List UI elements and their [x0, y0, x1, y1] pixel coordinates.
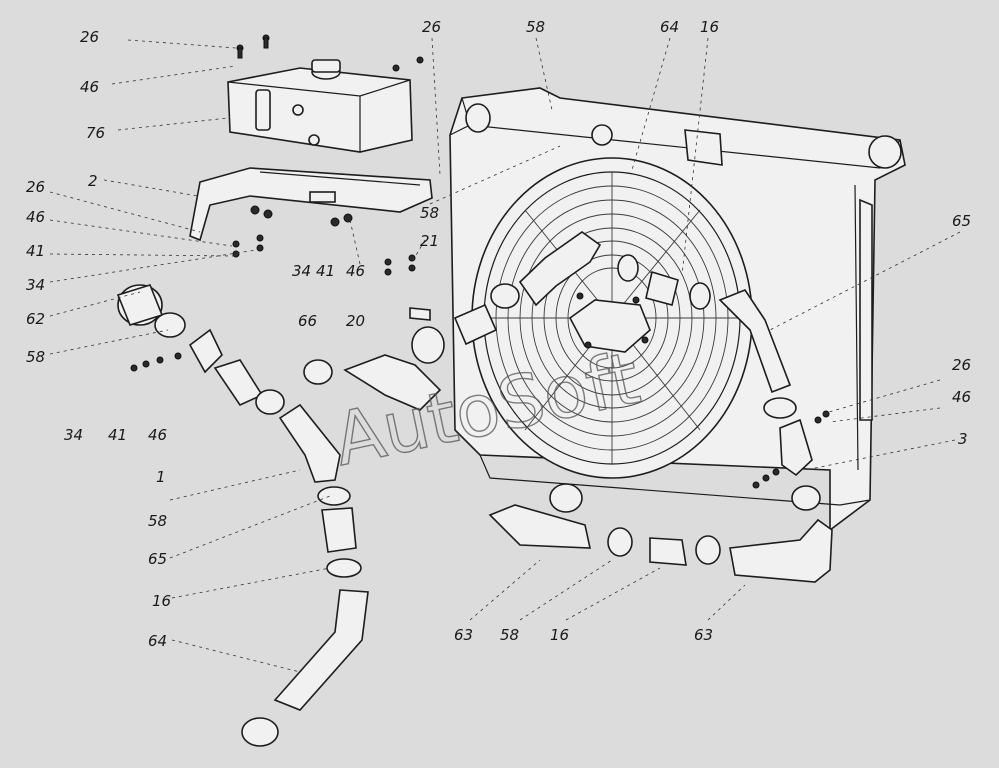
callout-label: 65	[952, 212, 971, 230]
callout-label: 26	[422, 18, 441, 36]
callout-label: 46	[346, 262, 365, 280]
callout-label: 63	[454, 626, 473, 644]
callout-label: 46	[952, 388, 971, 406]
left-hose-assembly	[116, 284, 369, 747]
callout-label: 64	[660, 18, 679, 36]
expansion-tank	[227, 59, 413, 153]
callout-label: 64	[148, 632, 167, 650]
tank-bracket	[189, 167, 433, 242]
callout-label: 41	[316, 262, 335, 280]
callout-label: 34	[26, 276, 45, 294]
callout-label: 16	[550, 626, 569, 644]
callout-label: 46	[80, 78, 99, 96]
callout-label: 58	[500, 626, 519, 644]
callout-label: 26	[952, 356, 971, 374]
callout-label: 63	[694, 626, 713, 644]
callout-label: 16	[700, 18, 719, 36]
callout-label: 76	[86, 124, 105, 142]
callout-label: 58	[26, 348, 45, 366]
callout-label: 1	[156, 468, 166, 486]
callout-label: 34	[292, 262, 311, 280]
middle-hoses	[303, 283, 520, 411]
callout-label: 65	[148, 550, 167, 568]
fasteners	[130, 34, 830, 489]
callout-label: 46	[26, 208, 45, 226]
callout-label: 58	[148, 512, 167, 530]
callout-labels: 26 46 76 2 26 46 41 34 62 58 34 41 46 1 …	[26, 18, 971, 650]
callout-label: 41	[26, 242, 45, 260]
callout-label: 26	[80, 28, 99, 46]
callout-label: 58	[420, 204, 439, 222]
callout-label: 20	[346, 312, 365, 330]
callout-label: 66	[298, 312, 317, 330]
leader-lines	[49, 37, 961, 673]
callout-label: 16	[152, 592, 171, 610]
callout-label: 26	[26, 178, 45, 196]
callout-label: 2	[88, 172, 98, 190]
callout-label: 58	[526, 18, 545, 36]
callout-label: 62	[26, 310, 45, 328]
callout-label: 3	[958, 430, 968, 448]
bottom-hoses	[488, 397, 833, 583]
callout-label: 21	[420, 232, 439, 250]
callout-label: 41	[108, 426, 127, 444]
fan-hoses	[518, 231, 792, 394]
callout-label: 46	[148, 426, 167, 444]
callout-label: 34	[64, 426, 83, 444]
